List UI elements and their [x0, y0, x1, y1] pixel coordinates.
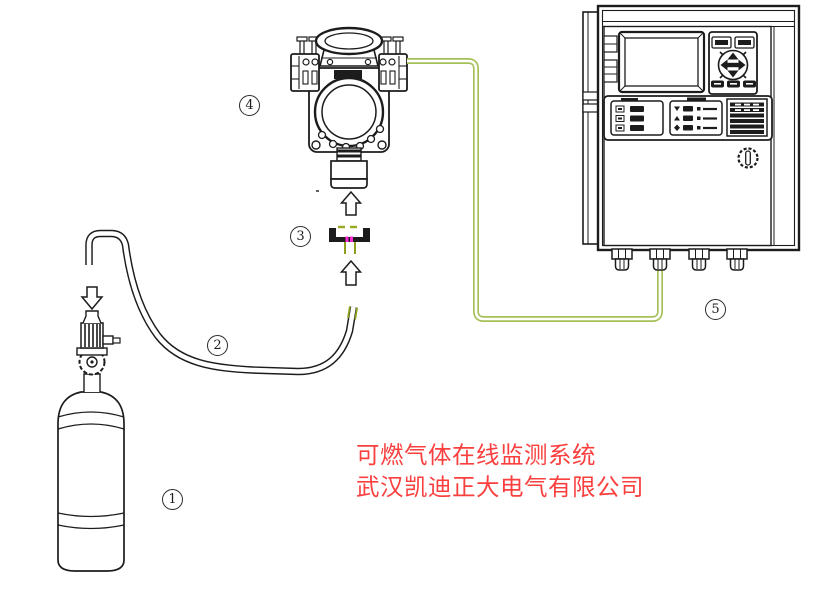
callout-gas-cylinder: 1 [162, 489, 183, 510]
flow-arrow-down-icon [80, 286, 104, 311]
panel-speaker-grille [726, 98, 768, 137]
alarm-controller [582, 4, 801, 271]
detector-mounting-wings [290, 53, 408, 92]
cylinder-valve-regulator [76, 310, 121, 392]
flow-arrow-up-upper-icon [339, 190, 363, 216]
flow-adapter [329, 225, 370, 254]
panel-display [617, 30, 706, 94]
gas-detector [290, 26, 408, 192]
callout-gas-detector: 4 [239, 95, 260, 116]
panel-led-indicators [603, 95, 773, 141]
callout-sampling-tube: 2 [207, 335, 228, 356]
cable-glands [611, 248, 748, 271]
flow-arrow-up-lower-icon [339, 259, 363, 286]
sampling-tube [85, 229, 358, 376]
detector-sensor [316, 147, 368, 192]
door-lock-icon [737, 147, 759, 169]
callout-alarm-controller: 5 [705, 299, 726, 320]
signal-cable [407, 58, 663, 322]
caption-line-company-name: 武汉凯迪正大电气有限公司 [356, 472, 644, 501]
gas-cylinder [57, 391, 125, 572]
caption-line-system-name: 可燃气体在线监测系统 [356, 441, 596, 469]
caption-text: 可燃气体在线监测系统 武汉凯迪正大电气有限公司 [356, 440, 644, 503]
callout-flow-adapter: 3 [290, 226, 311, 247]
panel-keypad [708, 31, 758, 95]
nav-wheel-icon [717, 49, 749, 81]
